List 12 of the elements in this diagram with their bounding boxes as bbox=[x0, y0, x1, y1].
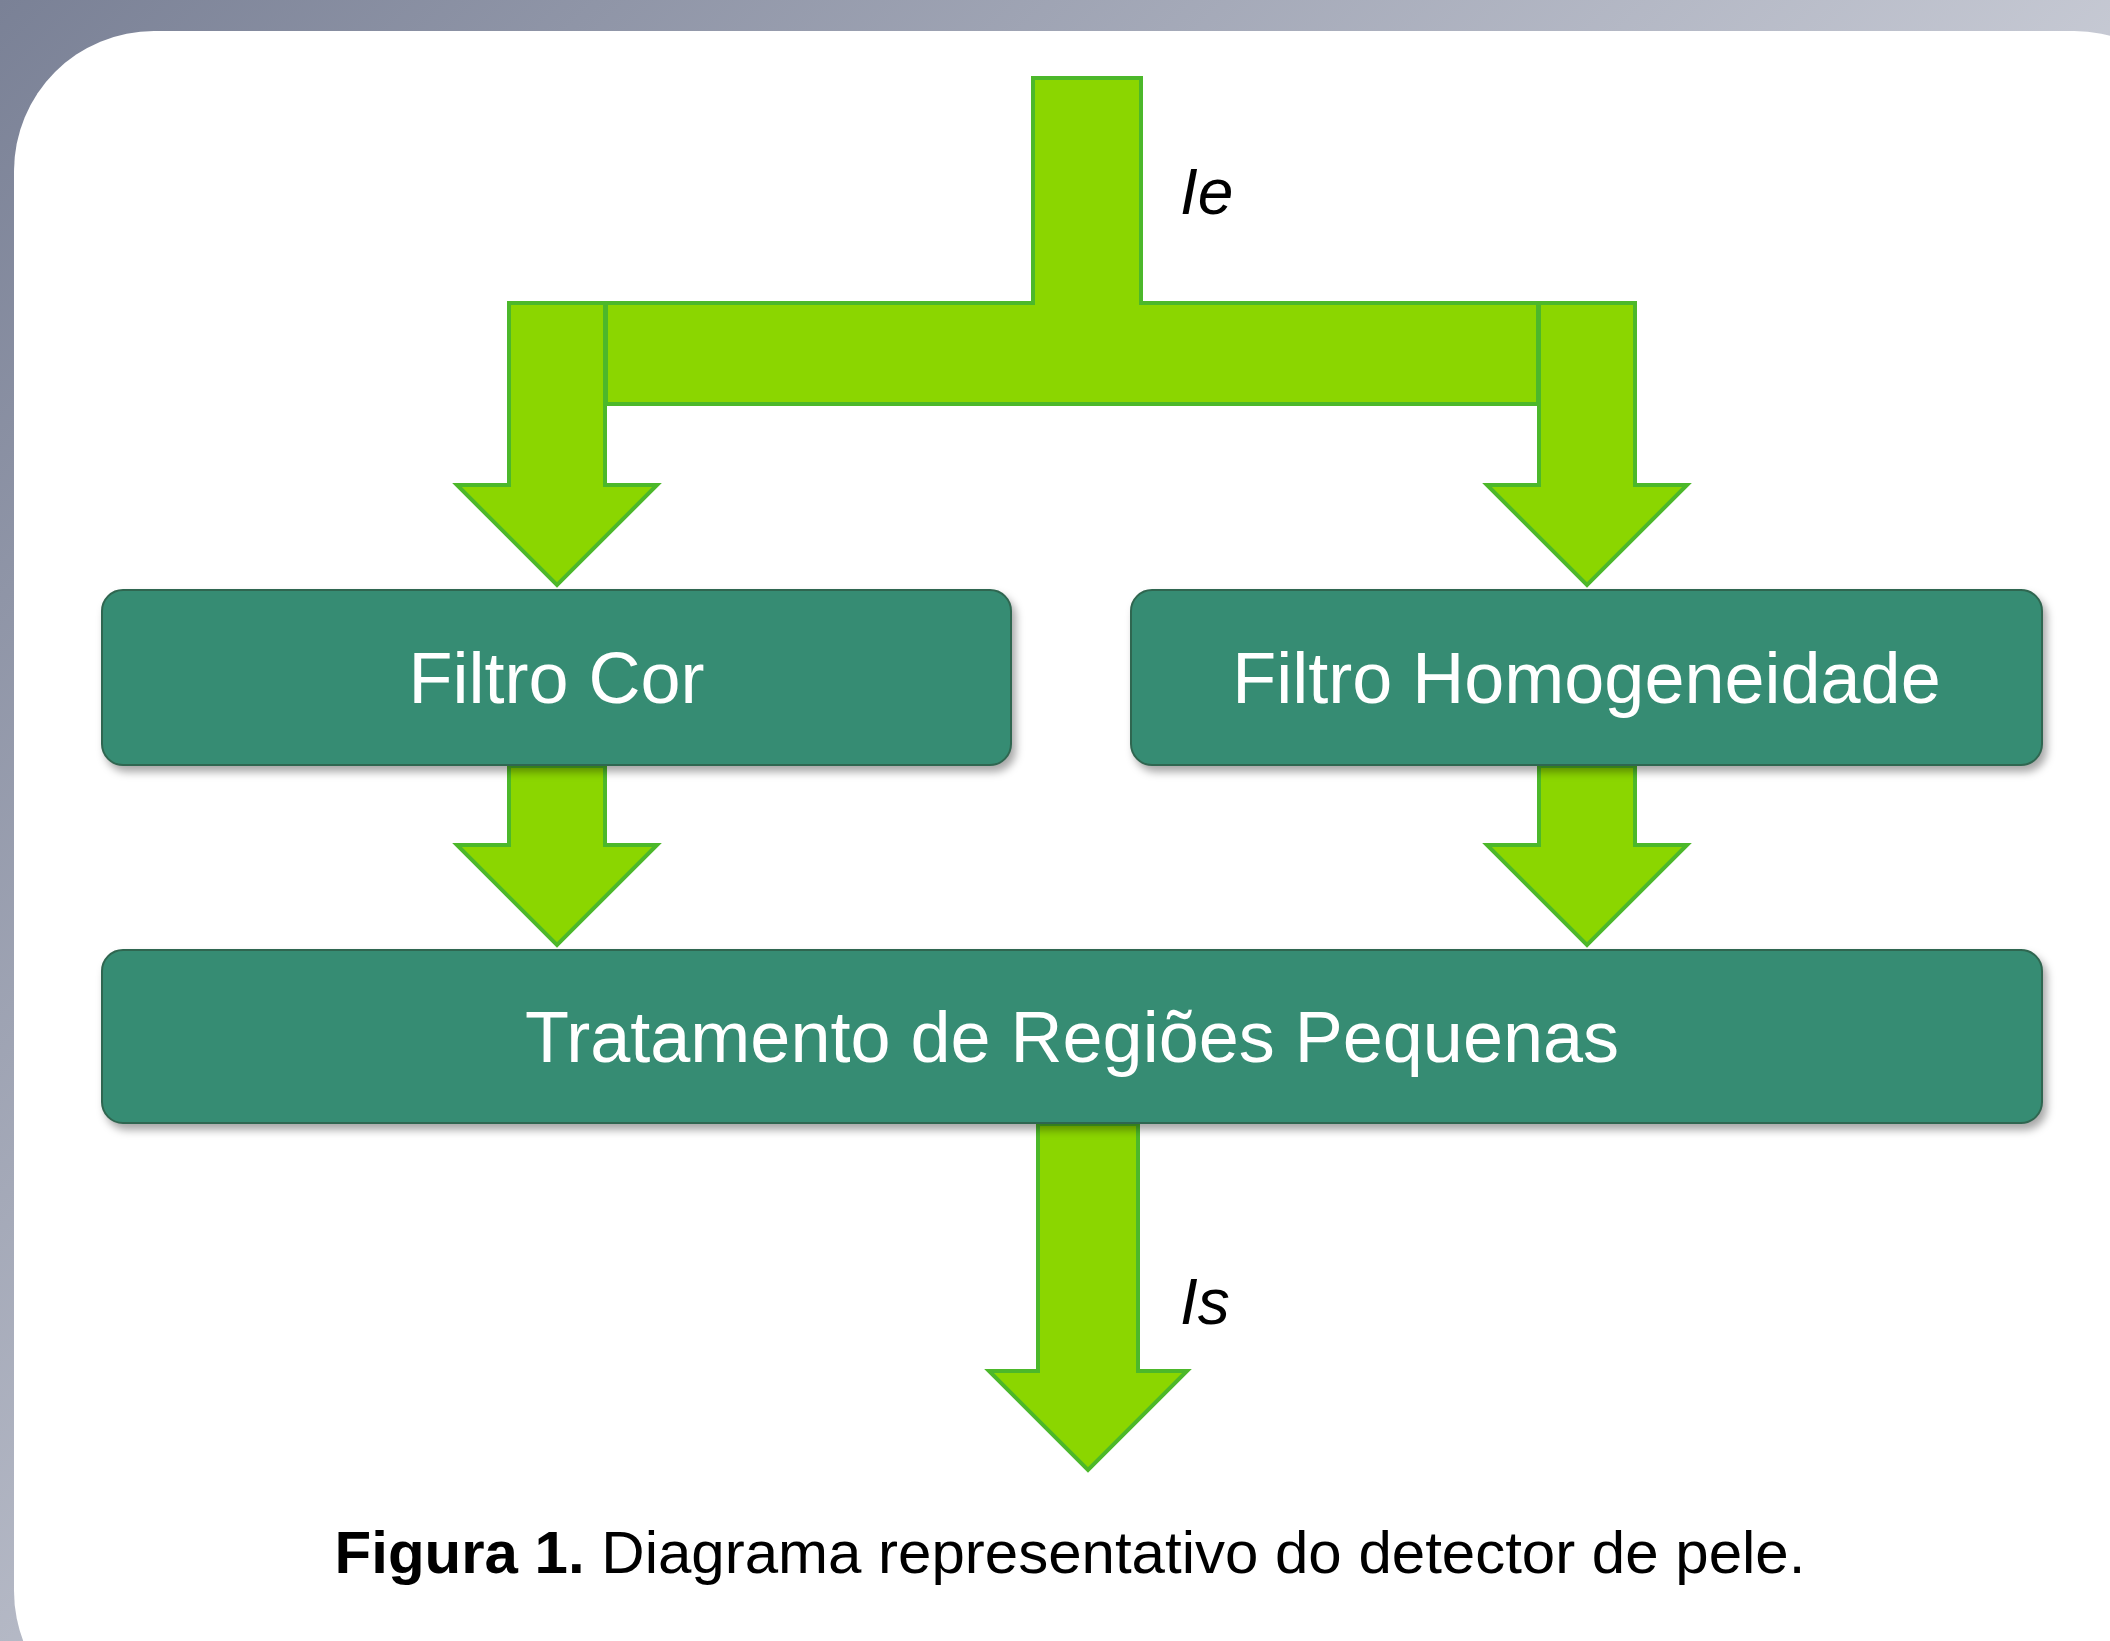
block-arrow bbox=[1482, 301, 1692, 588]
process-box: Filtro Cor bbox=[101, 589, 1012, 766]
block-arrow bbox=[452, 764, 662, 948]
split-arrow-trunk bbox=[604, 76, 1540, 406]
edge-label: Is bbox=[1180, 1270, 1230, 1334]
block-arrow bbox=[452, 301, 662, 588]
figure-caption: Figura 1. Diagrama representativo do detector de pele. bbox=[333, 1518, 1807, 1588]
block-arrow bbox=[984, 1122, 1192, 1473]
signal-label: Ie bbox=[1180, 160, 1234, 224]
process-box: Tratamento de Regiões Pequenas bbox=[101, 949, 2043, 1124]
process-box: Filtro Homogeneidade bbox=[1130, 589, 2043, 766]
block-arrow bbox=[1482, 764, 1692, 948]
